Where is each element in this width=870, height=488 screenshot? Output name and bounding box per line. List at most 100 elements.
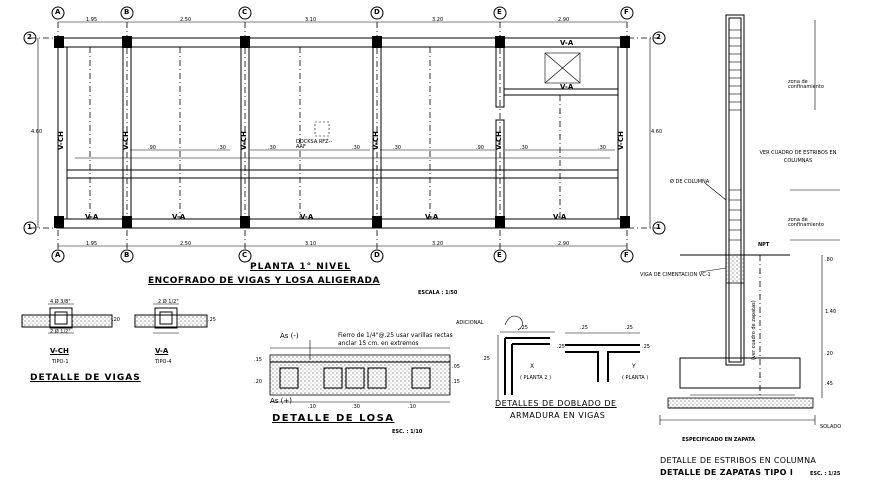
doblado-dim-6: .25 [642, 344, 650, 350]
losa-dim-4: .15 [452, 379, 460, 385]
detail-losa-drawing [269, 340, 451, 403]
plan-title: PLANTA 1° NIVEL [250, 262, 351, 272]
doblado-x: X [530, 363, 535, 370]
dim-small-2: .30 [218, 145, 226, 151]
vigas-dim-d: .25 [208, 317, 216, 323]
col-zapata-label: ESPECIFICADO EN ZAPATA [682, 437, 755, 443]
axis-bubbles-bottom [51, 249, 634, 263]
losa-dim-7: .10 [408, 404, 416, 410]
doblado-dim-3: .25 [625, 325, 633, 331]
dim-small-3: .30 [268, 145, 276, 151]
dim-small-5: .30 [393, 145, 401, 151]
dim-small-8: .30 [598, 145, 606, 151]
losa-as-bot: As (+) [270, 397, 292, 405]
losa-dim-1: .15 [254, 357, 262, 363]
doblado-y: Y [632, 363, 636, 370]
losa-as-top: As (-) [280, 332, 299, 340]
dim-top-4: 3.20 [432, 17, 444, 23]
beam-label-va-1: V-A [85, 213, 99, 221]
axis-label-a-top: A [55, 8, 61, 16]
axis-bubbles-side [23, 31, 666, 235]
losa-note: Fierro de 1/4"@.25 usar varillas rectas … [338, 332, 453, 347]
doblado-planta: ( PLANTA ) [622, 375, 649, 381]
dim-small-6: .90 [476, 145, 484, 151]
columns [54, 36, 630, 228]
losa-scale: ESC. : 1/10 [392, 429, 423, 435]
vigas-tipo1-label: V-CH [50, 347, 69, 355]
axis-label-a-bottom: A [55, 251, 61, 259]
col-viga-label: VIGA DE CIMENTACION VC-1 [640, 272, 711, 278]
beam-label-va-top: V-A [560, 39, 574, 47]
axis-label-b-top: B [124, 8, 130, 16]
doblado-title-1: DETALLES DE DOBLADO DE [495, 399, 617, 408]
axis-label-c-top: C [242, 8, 248, 16]
vigas-title: DETALLE DE VIGAS [30, 373, 141, 383]
beam-label-va-mid: V-A [560, 83, 574, 91]
axis-lines-vertical [57, 22, 628, 255]
col-columna-label: Ø DE COLUMNA [670, 179, 710, 185]
beam-label-vch-f: V-CH [617, 131, 625, 150]
col-dim-1: .80 [825, 257, 833, 263]
col-dim-3: .20 [825, 351, 833, 357]
detail-doblado-drawing [497, 315, 640, 400]
beam-label-va-3: V-A [300, 213, 314, 221]
col-title-2: DETALLE DE ZAPATAS TIPO I [660, 468, 794, 477]
col-dim-2: 1.40 [825, 309, 837, 315]
dim-bottom-1: 1.95 [86, 241, 98, 247]
beam-label-va-4: V-A [425, 213, 439, 221]
opening-label: DOCKSA RFZ--AAF [296, 139, 333, 150]
losa-dim-6: .30 [352, 404, 360, 410]
axis-label-f-bottom: F [624, 251, 629, 259]
doblado-adicional: ADICIONAL [456, 320, 484, 326]
axis-label-f-top: F [624, 8, 629, 16]
losa-title: DETALLE DE LOSA [272, 413, 395, 424]
col-confinamiento-1: zona de confinamiento [788, 79, 824, 90]
col-estr-label: (ver cuadro de zapatas) [751, 300, 757, 360]
detail-columna-drawing [659, 14, 840, 425]
axis-label-2-left: 2 [27, 33, 32, 41]
dim-top-1: 1.95 [86, 17, 98, 23]
dim-bottom-2: 2.50 [180, 241, 192, 247]
col-scale: ESC. : 1/25 [810, 471, 841, 477]
plan-scale: ESCALA : 1/50 [418, 290, 458, 296]
dim-top-3: 3.10 [305, 17, 317, 23]
losa-dim-5: .10 [308, 404, 316, 410]
axis-label-1-right: 1 [656, 223, 661, 231]
vigas-tipo1-sub: TIPO-1 [52, 359, 69, 365]
axis-label-e-bottom: E [497, 251, 502, 259]
vigas-dim-b: 2 Ø 1/2" [50, 329, 71, 335]
vigas-tipo4-sub: TIPO-4 [155, 359, 172, 365]
beam-label-vch-a: V-CH [57, 131, 65, 150]
col-npt-label: NPT [758, 242, 770, 248]
axis-label-c-bottom: C [242, 251, 248, 259]
detail-vigas-drawing [21, 303, 208, 334]
beam-label-vch-c: V-CH [240, 131, 248, 150]
dim-small-7: .30 [520, 145, 528, 151]
dim-top-2: 2.50 [180, 17, 192, 23]
axis-label-d-top: D [374, 8, 380, 16]
losa-dim-2: .20 [254, 379, 262, 385]
col-dim-4: .45 [825, 381, 833, 387]
doblado-dim-2: .25 [580, 325, 588, 331]
doblado-title-2: ARMADURA EN VIGAS [510, 411, 606, 420]
axis-label-b-bottom: B [124, 251, 130, 259]
doblado-dim-4: .25 [482, 356, 490, 362]
dim-side-left: 4.60 [31, 129, 43, 135]
plan-subtitle: ENCOFRADO DE VIGAS Y LOSA ALIGERADA [148, 276, 380, 286]
beam-label-vch-e: V-CH [495, 131, 503, 150]
losa-dim-3: .05 [452, 364, 460, 370]
doblado-dim-5: .25 [557, 344, 565, 350]
vigas-dim-a: 4 Ø 3/8" [50, 299, 71, 305]
doblado-planta2: ( PLANTA 2 ) [520, 375, 552, 381]
beam-label-va-2: V-A [172, 213, 186, 221]
col-estribos-note: VER CUADRO DE ESTRIBOS EN COLUMNAS [759, 150, 837, 164]
vigas-dim-b2: 2 Ø 1/2" [158, 299, 179, 305]
beam-label-vch-b: V-CH [122, 131, 130, 150]
beam-label-va-5: V-A [553, 213, 567, 221]
floor-plan [30, 21, 660, 255]
vigas-dim-c: .20 [112, 317, 120, 323]
col-solado-label: SOLADO [820, 424, 842, 430]
axis-label-2-right: 2 [656, 33, 661, 41]
vigas-tipo4-label: V-A [155, 347, 169, 355]
axis-bubbles-top [51, 6, 634, 20]
